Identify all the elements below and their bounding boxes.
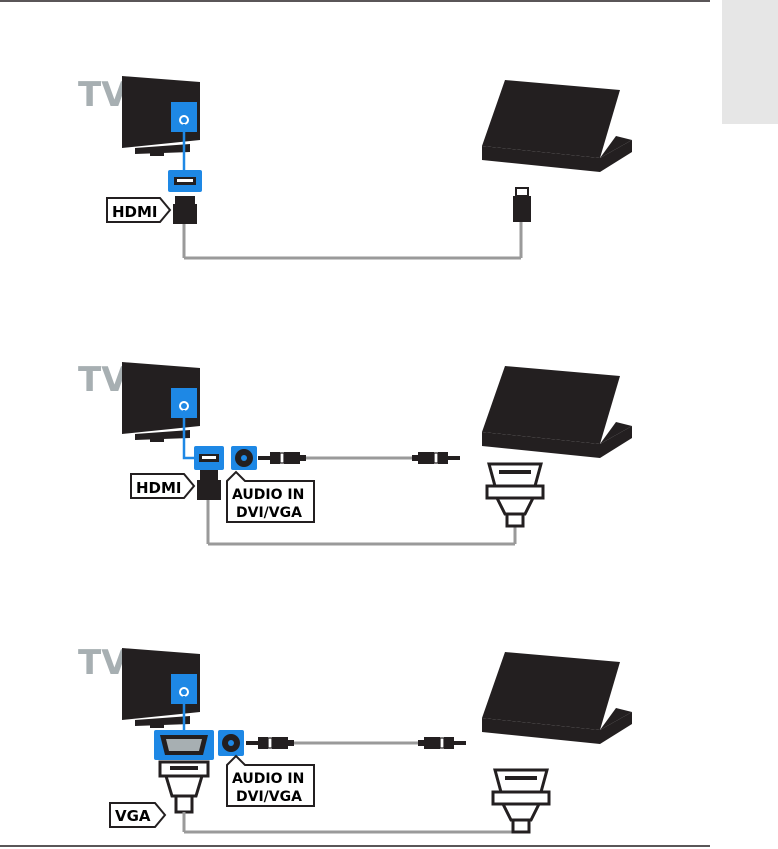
laptop-icon xyxy=(482,366,632,458)
connector-label: VGA xyxy=(115,807,151,825)
diagram-hdmi-audio: TV HDMI AUDIO IN DVI/VGA xyxy=(78,360,632,546)
connector-label: HDMI xyxy=(112,203,158,221)
laptop-icon xyxy=(482,80,632,172)
audio-label-line2: DVI/VGA xyxy=(236,789,302,805)
laptop-icon xyxy=(482,652,632,744)
diagram-hdmi: TV HDMI xyxy=(78,75,632,260)
tv-logo: TV xyxy=(78,360,128,400)
audio-callout-box xyxy=(226,470,315,523)
dvi-connector-icon xyxy=(485,462,545,528)
tv-logo: TV xyxy=(78,643,128,683)
laptop-hdmi-plug-icon xyxy=(513,196,531,222)
audio-label-line1: AUDIO IN xyxy=(232,487,304,503)
audio-plug-laptop-side xyxy=(417,736,467,750)
callout-box xyxy=(130,473,196,499)
connector-label: HDMI xyxy=(136,479,182,497)
hdmi-plug-icon xyxy=(200,470,218,480)
diagram-vga-audio: TV VGA AUDIO IN DVI/VGA xyxy=(78,643,632,834)
audio-label-line1: AUDIO IN xyxy=(232,771,304,787)
audio-plug-tv-side xyxy=(257,451,307,465)
audio-label-line2: DVI/VGA xyxy=(236,505,302,521)
audio-callout-box xyxy=(226,754,315,807)
callout-box xyxy=(106,197,172,223)
audio-plug-laptop-side xyxy=(411,451,461,465)
audio-plug-tv-side xyxy=(245,736,295,750)
vga-plug-icon xyxy=(158,760,210,814)
section-tab xyxy=(722,0,778,124)
tv-logo: TV xyxy=(78,75,128,115)
laptop-vga-connector-icon xyxy=(491,768,551,834)
hdmi-plug-icon xyxy=(175,196,195,204)
callout-box xyxy=(109,802,167,828)
